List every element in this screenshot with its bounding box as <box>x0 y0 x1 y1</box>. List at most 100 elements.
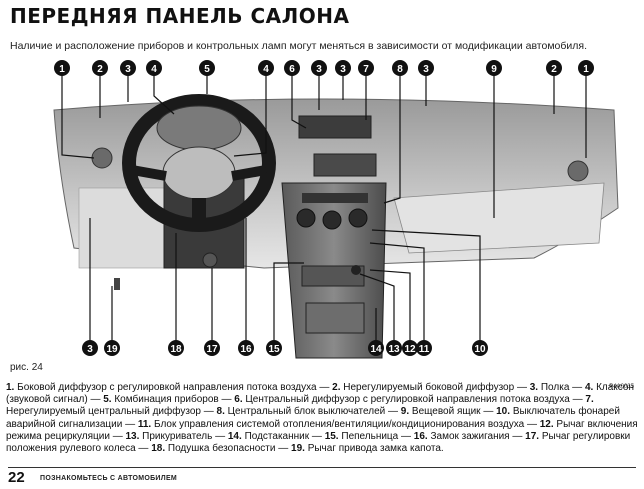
svg-text:17: 17 <box>206 344 218 355</box>
svg-text:11: 11 <box>419 344 430 355</box>
caption-item-number: 5. <box>103 394 112 406</box>
callout-16: 16 <box>238 340 254 356</box>
caption-item: 2. Нерегулируемый боковой диффузор — <box>332 382 530 393</box>
caption-item-number: 3. <box>529 382 539 393</box>
caption-item-text: Центральный диффузор с регулировкой напр… <box>245 394 586 406</box>
svg-text:4: 4 <box>151 64 157 75</box>
callout-2-top-left: 2 <box>92 60 108 76</box>
dashboard-illustration: 1 2 3 4 5 4 6 3 3 7 8 3 9 2 1 3 19 18 17… <box>53 60 619 359</box>
caption-item: 18. Подушка безопасности — <box>151 443 291 454</box>
caption-item-text: Комбинация приборов — <box>114 394 235 406</box>
caption-item-number: 10. <box>496 406 511 418</box>
caption-item: 4. Клаксон (звуковой сигнал) — <box>6 382 634 405</box>
svg-text:3: 3 <box>340 64 346 75</box>
caption-item: 15. Пепельница — <box>325 431 414 442</box>
caption-item-number: 19. <box>291 443 305 455</box>
callout-9: 9 <box>486 60 502 76</box>
svg-text:3: 3 <box>423 64 429 75</box>
svg-text:2: 2 <box>551 64 557 75</box>
caption-item-number: 11. <box>137 418 152 430</box>
callout-15: 15 <box>266 340 282 356</box>
svg-text:3: 3 <box>87 344 93 355</box>
caption-item-number: 12. <box>539 418 554 430</box>
svg-text:19: 19 <box>106 344 118 355</box>
callout-1-top-left: 1 <box>54 60 70 76</box>
svg-text:3: 3 <box>316 64 322 75</box>
caption-item: 9. Вещевой ящик — <box>401 406 496 417</box>
caption-item-number: 14. <box>227 430 242 442</box>
caption-item-number: 16. <box>413 430 428 442</box>
callout-7: 7 <box>358 60 374 76</box>
dashboard-figure: 1 2 3 4 5 4 6 3 3 7 8 3 9 2 1 3 19 18 17… <box>14 58 638 360</box>
callout-10: 10 <box>472 340 488 356</box>
caption-item-number: 7. <box>585 394 594 406</box>
page-subtitle: Наличие и расположение приборов и контро… <box>10 40 587 52</box>
caption-item-number: 8. <box>216 406 225 418</box>
caption-item-text: Боковой диффузор с регулировкой направле… <box>17 382 333 393</box>
callout-1-top-right: 1 <box>578 60 594 76</box>
caption-item: 16. Замок зажигания — <box>414 431 525 442</box>
callout-17: 17 <box>204 340 220 356</box>
callout-3-right: 3 <box>418 60 434 76</box>
callout-19: 19 <box>104 340 120 356</box>
caption-item: 11. Блок управления системой отопления/в… <box>138 419 540 430</box>
callout-3-center-b: 3 <box>335 60 351 76</box>
caption-item-number: 15. <box>324 430 339 442</box>
caption-item-text: Клаксон (звуковой сигнал) — <box>6 382 634 406</box>
caption-item-number: 18. <box>151 443 166 455</box>
caption-item-text: Рычаг регулировки положения рулевого кол… <box>6 430 631 455</box>
caption-item-number: 2. <box>332 382 341 393</box>
callout-3-center-a: 3 <box>311 60 327 76</box>
caption-item-text: Рычаг привода замка капота. <box>307 443 444 455</box>
callout-3-top-left: 3 <box>120 60 136 76</box>
footer-divider <box>8 467 636 468</box>
caption-item-text: Подушка безопасности — <box>167 443 292 455</box>
caption-item-text: Выключатель фонарей аварийной сигнализац… <box>6 406 620 430</box>
callout-8: 8 <box>392 60 408 76</box>
page-title: ПЕРЕДНЯЯ ПАНЕЛЬ САЛОНА <box>10 4 350 28</box>
caption-item: 7. Нерегулируемый центральный диффузор — <box>6 394 594 417</box>
caption-item-text: Нерегулируемый боковой диффузор — <box>343 382 530 393</box>
caption-item: 8. Центральный блок выключателей — <box>217 406 401 417</box>
caption-item-number: 1. <box>6 382 15 393</box>
caption-item-text: Вещевой ящик — <box>411 406 497 418</box>
svg-text:14: 14 <box>370 344 382 355</box>
caption-item-number: 9. <box>400 406 410 418</box>
caption-item: 13. Прикуриватель — <box>125 431 227 442</box>
caption-item-text: Центральный блок выключателей — <box>227 406 401 418</box>
caption-item: 10. Выключатель фонарей аварийной сигнал… <box>6 406 620 429</box>
callout-11: 11 <box>416 340 432 356</box>
svg-text:8: 8 <box>397 64 403 75</box>
svg-text:13: 13 <box>388 344 400 355</box>
caption-item: 1. Боковой диффузор с регулировкой напра… <box>6 382 332 393</box>
svg-text:5: 5 <box>204 64 210 75</box>
caption-item: 5. Комбинация приборов — <box>103 394 234 405</box>
svg-text:1: 1 <box>583 64 589 75</box>
page-number: 22 <box>8 469 25 486</box>
section-title: ПОЗНАКОМЬТЕСЬ С АВТОМОБИЛЕМ <box>40 475 178 482</box>
svg-text:6: 6 <box>289 64 295 75</box>
caption-item-number: 4. <box>584 382 594 393</box>
page-footer: 22 ПОЗНАКОМЬТЕСЬ С АВТОМОБИЛЕМ <box>0 466 644 488</box>
svg-text:7: 7 <box>363 64 369 75</box>
callout-6: 6 <box>284 60 300 76</box>
svg-text:15: 15 <box>268 344 280 355</box>
caption-item: 12. Рычаг включения режима рециркуляции … <box>6 419 638 442</box>
caption-item: 6. Центральный диффузор с регулировкой н… <box>234 394 585 405</box>
caption-item-text: Пепельница — <box>341 430 414 442</box>
svg-text:16: 16 <box>240 344 252 355</box>
caption-item: 19. Рычаг привода замка капота. <box>291 443 444 454</box>
callout-4-top-left: 4 <box>146 60 162 76</box>
svg-text:4: 4 <box>263 64 269 75</box>
callout-2-top-right: 2 <box>546 60 562 76</box>
caption-item-number: 6. <box>234 394 243 406</box>
figure-caption: 1. Боковой диффузор с регулировкой напра… <box>6 382 638 455</box>
callout-14: 14 <box>368 340 384 356</box>
callout-3-bottom: 3 <box>82 340 98 356</box>
svg-text:1: 1 <box>59 64 65 75</box>
caption-item-text: Блок управления системой отопления/венти… <box>154 418 540 430</box>
svg-text:3: 3 <box>125 64 131 75</box>
caption-item: 14. Подстаканник — <box>228 431 325 442</box>
callout-4-top-right: 4 <box>258 60 274 76</box>
callout-5: 5 <box>199 60 215 76</box>
